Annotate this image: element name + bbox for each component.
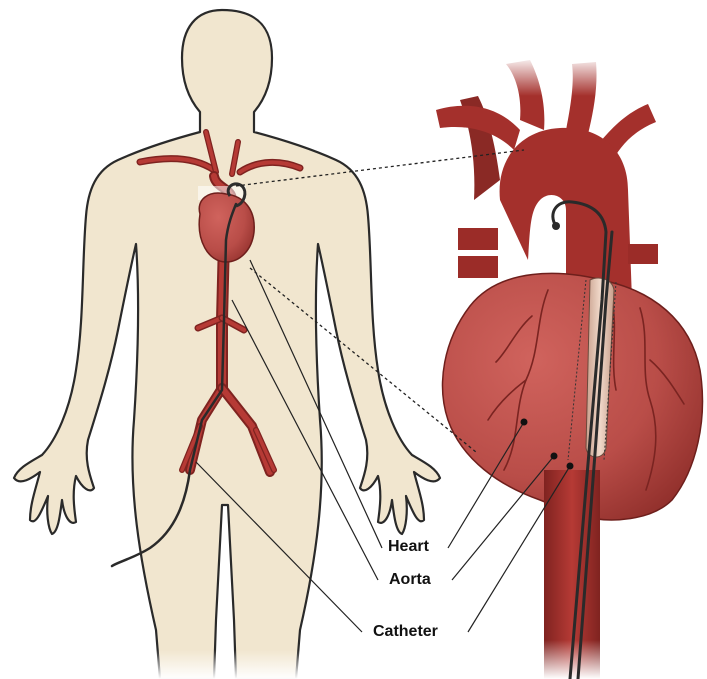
enlarged-heart [430,56,702,679]
aorta-label: Aorta [388,571,432,589]
catheter-label: Catheter [372,623,439,641]
heart-label: Heart [387,538,430,556]
